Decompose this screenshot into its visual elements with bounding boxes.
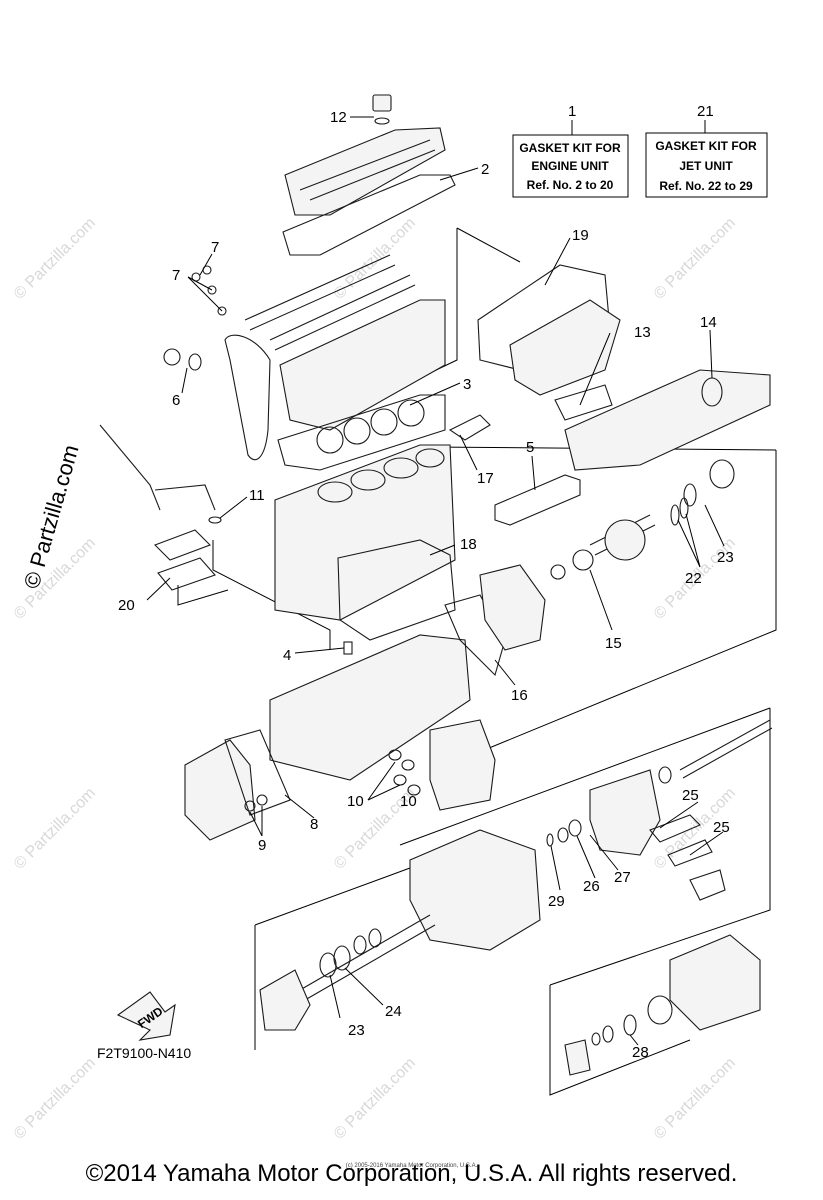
- callout-10a: 10: [347, 793, 364, 810]
- engine-parts: [99, 94, 771, 841]
- footer-credit: (c) 2005-2016 Yamaha Motor Corporation, …: [345, 1163, 478, 1169]
- kit-engine-line-1: GASKET KIT FOR: [519, 141, 621, 155]
- callout-23b: 23: [348, 1022, 365, 1039]
- kit-engine-line-3: Ref. No. 2 to 20: [527, 178, 614, 192]
- callout-6: 6: [172, 392, 180, 409]
- callout-23a: 23: [717, 549, 734, 566]
- grouping-lines: [177, 227, 777, 1096]
- callout-25a: 25: [682, 787, 699, 804]
- callout-22: 22: [685, 570, 702, 587]
- kit-engine-line-2: ENGINE UNIT: [531, 159, 609, 173]
- callout-18: 18: [460, 536, 477, 553]
- callout-4: 4: [283, 647, 291, 664]
- callout-1: 1: [568, 103, 576, 120]
- watermark-faint: © Partzilla.com: [651, 215, 739, 303]
- callout-19: 19: [572, 227, 589, 244]
- diagram-ref-code: F2T9100-N410: [97, 1045, 191, 1061]
- callout-10b: 10: [400, 793, 417, 810]
- callout-17: 17: [477, 470, 494, 487]
- callout-25b: 25: [713, 819, 730, 836]
- callout-numbers: 12 2 19 7 7 13 14 6 3 5 17 11 18 20 4 15…: [118, 109, 734, 1061]
- jet-parts: [259, 719, 773, 1076]
- watermark-faint: © Partzilla.com: [11, 785, 99, 873]
- callout-24: 24: [385, 1003, 402, 1020]
- kit-jet-line-2: JET UNIT: [679, 159, 733, 173]
- callout-28: 28: [632, 1044, 649, 1061]
- watermark-faint: © Partzilla.com: [11, 1055, 99, 1143]
- gasket-kit-jet: 21 GASKET KIT FOR JET UNIT Ref. No. 22 t…: [645, 103, 768, 198]
- watermark-faint: © Partzilla.com: [651, 1055, 739, 1143]
- callout-15: 15: [605, 635, 622, 652]
- callout-12: 12: [330, 109, 347, 126]
- callout-14: 14: [700, 314, 717, 331]
- leader-lines: [146, 116, 725, 1046]
- fwd-arrow: FWD: [116, 991, 176, 1041]
- footer-copyright: ©2014 Yamaha Motor Corporation, U.S.A. A…: [85, 1160, 738, 1187]
- callout-29: 29: [548, 893, 565, 910]
- kit-jet-line-1: GASKET KIT FOR: [655, 139, 757, 153]
- watermark-faint: © Partzilla.com: [331, 1055, 419, 1143]
- callout-8: 8: [310, 816, 318, 833]
- callout-7b: 7: [172, 267, 180, 284]
- callout-21: 21: [697, 103, 714, 120]
- callout-7a: 7: [211, 239, 219, 256]
- callout-9: 9: [258, 837, 266, 854]
- gasket-kit-engine: 1 GASKET KIT FOR ENGINE UNIT Ref. No. 2 …: [512, 103, 629, 198]
- callout-3: 3: [463, 376, 471, 393]
- callout-2: 2: [481, 161, 489, 178]
- callout-27: 27: [614, 869, 631, 886]
- callout-13: 13: [634, 324, 651, 341]
- callout-26: 26: [583, 878, 600, 895]
- watermark-faint: © Partzilla.com: [11, 215, 99, 303]
- callout-5: 5: [526, 439, 534, 456]
- callout-11: 11: [249, 487, 265, 504]
- kit-jet-line-3: Ref. No. 22 to 29: [659, 179, 753, 193]
- callout-16: 16: [511, 687, 528, 704]
- callout-20: 20: [118, 597, 135, 614]
